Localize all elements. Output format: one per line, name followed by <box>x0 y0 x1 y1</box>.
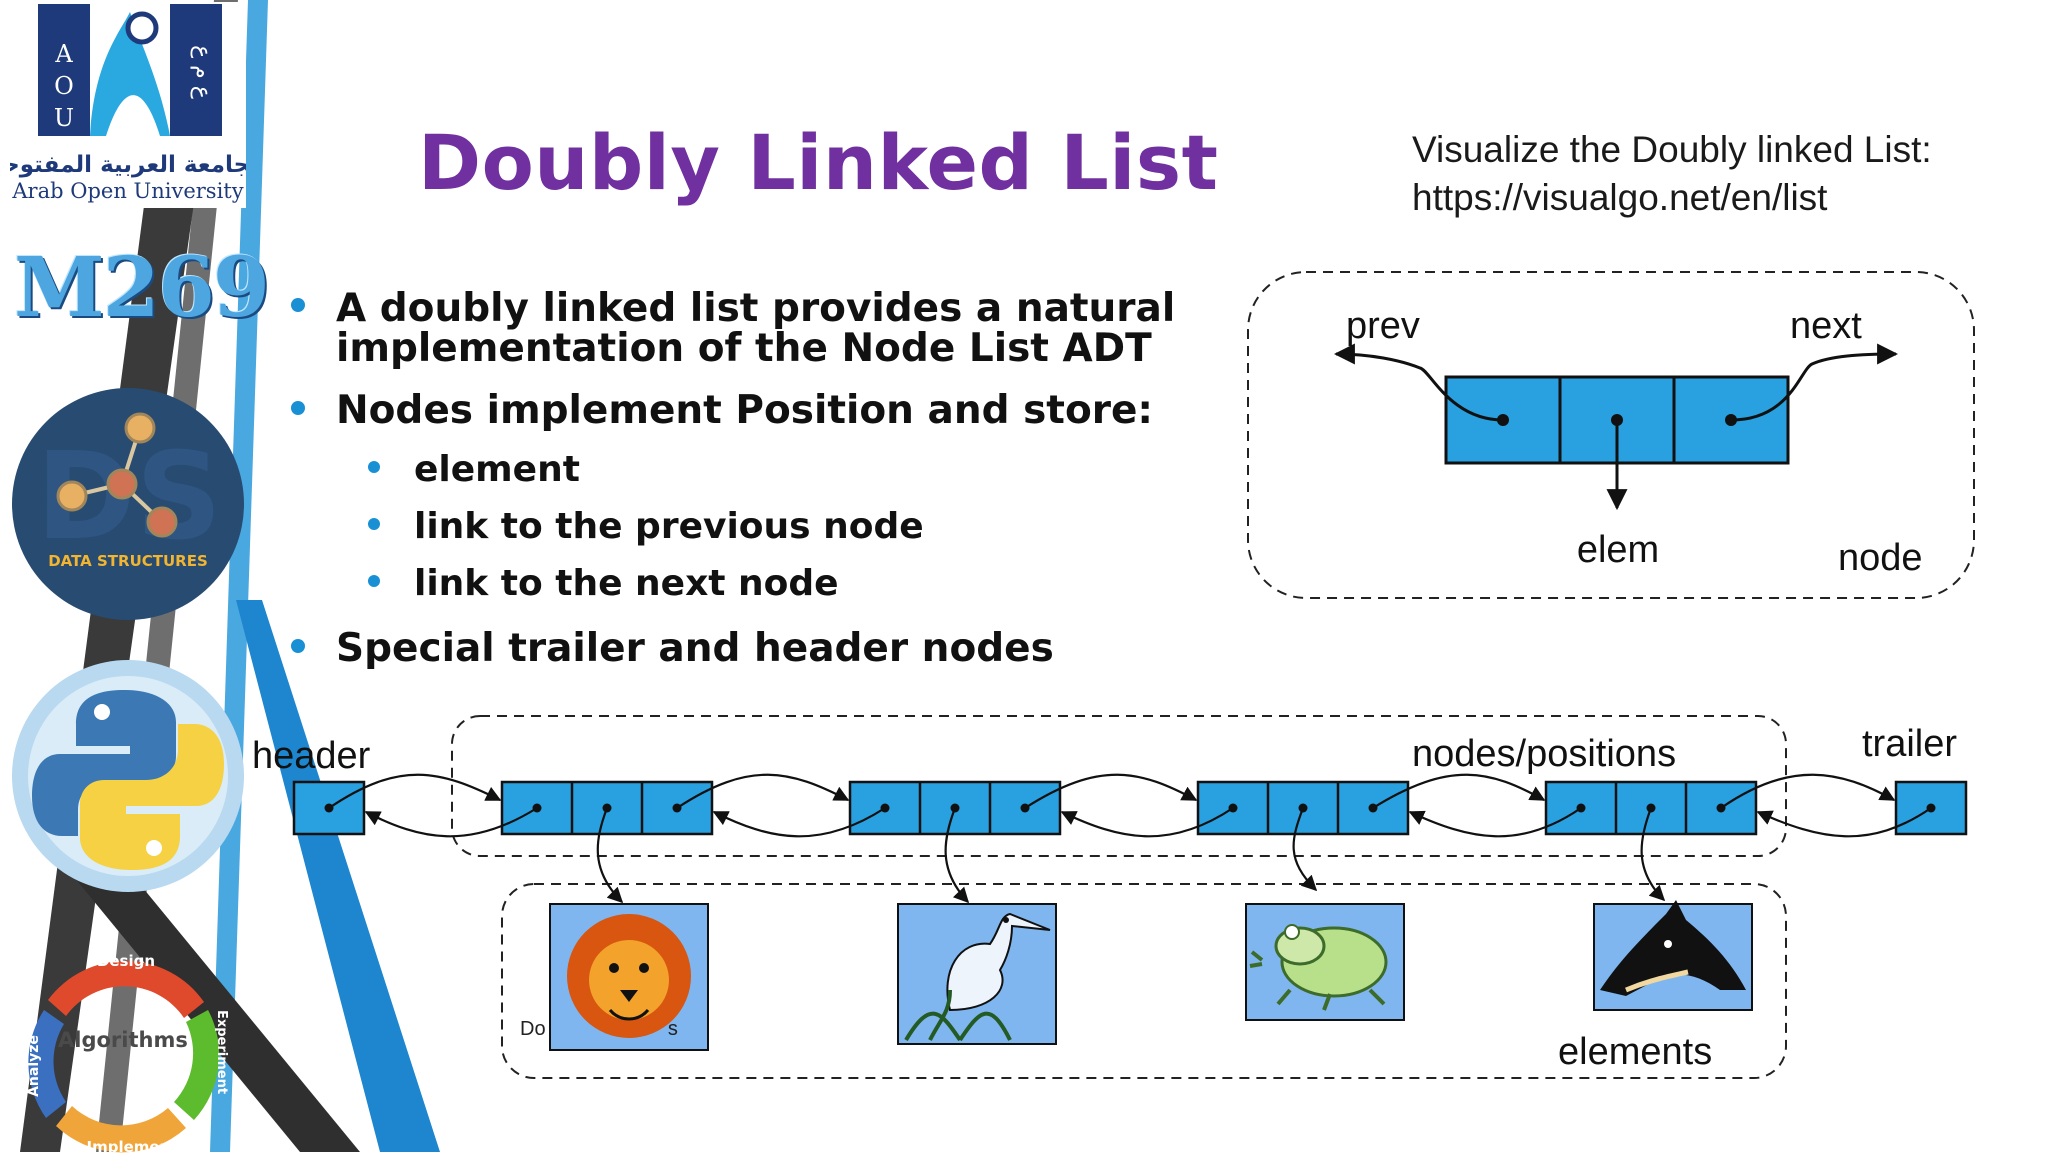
node-structure-diagram: prev next elem node <box>1247 271 1975 599</box>
logo-english-name: Arab Open University <box>11 179 243 203</box>
lion-image <box>549 903 709 1051</box>
algorithms-cycle-badge: Design Experiment Implement Analyze <box>8 930 244 1166</box>
visualize-note: Visualize the Doubly linked List: https:… <box>1412 126 1932 222</box>
elem-label: elem <box>1577 529 1659 571</box>
bullet-item: A doubly linked list provides a natural <box>336 286 1176 331</box>
prev-label: prev <box>1346 305 1420 347</box>
node-label: node <box>1838 537 1923 579</box>
svg-text:U: U <box>54 104 74 132</box>
next-label: next <box>1790 305 1862 347</box>
frog-image <box>1245 903 1405 1021</box>
header-label: header <box>252 735 371 777</box>
next-arrow <box>1730 343 1899 422</box>
bullet-item: Nodes implement Position and store: <box>336 388 1154 433</box>
sub-bullet-dot <box>368 518 380 530</box>
elements-label: elements <box>1558 1031 1712 1073</box>
svg-text:A: A <box>54 40 73 68</box>
bullet-item-continuation: implementation of the Node List ADT <box>336 326 1152 371</box>
bullet-dot <box>291 298 305 312</box>
elements-dashed-frame <box>501 883 1787 1079</box>
positions-dashed-frame <box>451 715 1787 857</box>
cycle-design: Design <box>97 952 155 970</box>
visualize-caption: Visualize the Doubly linked List: <box>1412 129 1932 170</box>
doubly-linked-list-diagram: header trailer nodes/positions elements <box>252 715 1968 1079</box>
algorithms-label: Algorithms <box>58 1028 188 1052</box>
visualize-url[interactable]: https://visualgo.net/en/list <box>1412 177 1828 218</box>
course-code: M269 <box>14 240 270 336</box>
nodes-positions-label: nodes/positions <box>1412 733 1676 775</box>
sub-bullet-item: link to the next node <box>414 563 839 604</box>
python-logo <box>12 660 244 892</box>
heron-image <box>897 903 1057 1045</box>
data-structures-badge: DS DATA STRUCTURES <box>12 388 244 620</box>
sub-bullet-dot <box>368 461 380 473</box>
data-structures-label: DATA STRUCTURES <box>48 552 208 570</box>
horse-image <box>1593 900 1753 1011</box>
trailer-node <box>1894 780 1968 836</box>
bullet-dot <box>291 401 305 415</box>
university-logo: A O U ع م ع الجامعة العربية المفتوحة Ara… <box>0 2 267 208</box>
footer-fragment: Do s <box>520 1018 678 1040</box>
node-prev-cell <box>1444 375 1562 465</box>
prev-arrow <box>1333 343 1504 422</box>
svg-text:O: O <box>54 72 74 100</box>
node-links <box>328 773 1932 904</box>
logo-arabic-name: الجامعة العربية المفتوحة <box>10 152 246 178</box>
sub-bullet-item: link to the previous node <box>414 506 924 547</box>
bullet-item: Special trailer and header nodes <box>336 626 1054 671</box>
cycle-analyze: Analyze <box>26 1035 42 1097</box>
sub-bullet-item: element <box>414 449 580 490</box>
sub-bullet-dot <box>368 575 380 587</box>
node-dashed-frame <box>1247 271 1975 599</box>
cycle-experiment: Experiment <box>214 1010 229 1094</box>
bullet-dot <box>291 639 305 653</box>
svg-text:ع م ع: ع م ع <box>190 45 215 99</box>
trailer-label: trailer <box>1862 723 1957 765</box>
page-title: Doubly Linked List <box>418 118 1219 207</box>
